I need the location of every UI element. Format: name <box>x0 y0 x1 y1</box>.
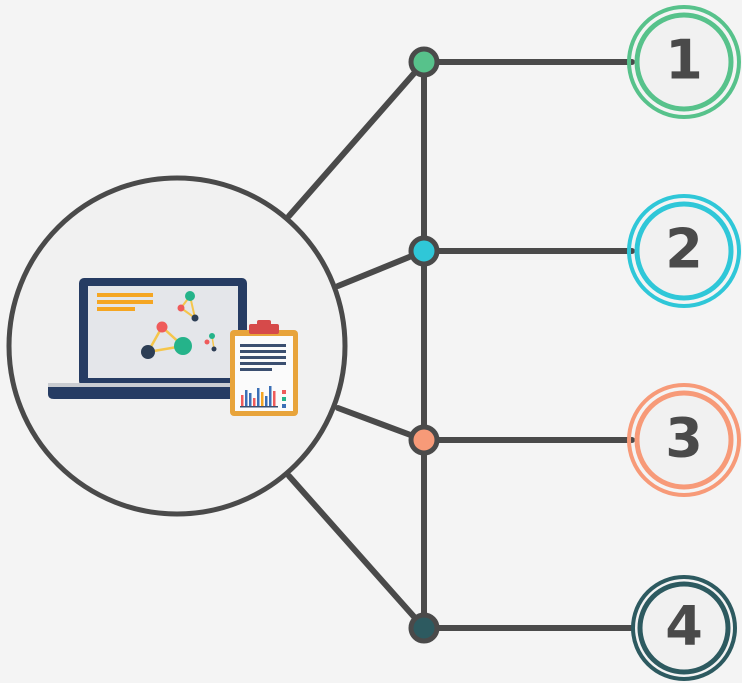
step-badge-outer-ring <box>631 575 737 681</box>
junction-node-1 <box>408 46 440 78</box>
step-badge-outer-ring <box>627 194 741 308</box>
junction-nodes <box>408 46 440 644</box>
step-badge-inner-ring <box>637 581 731 675</box>
step-number-2: 2 <box>665 218 703 281</box>
step-badge-outer-ring <box>627 383 741 497</box>
laptop-icon <box>48 278 262 399</box>
junction-node-3 <box>408 424 440 456</box>
hub-to-node-1-line <box>286 59 427 219</box>
step-badge-inner-ring <box>634 390 734 490</box>
step-badge-3: 3 <box>627 383 741 497</box>
bar-chart-icon <box>240 386 286 408</box>
step-badge-2: 2 <box>627 194 741 308</box>
step-number-1: 1 <box>665 29 703 92</box>
connector-lines <box>286 59 635 631</box>
step-badge-1: 1 <box>627 5 741 119</box>
junction-node-2 <box>408 235 440 267</box>
clipboard-icon <box>230 320 298 416</box>
step-badge-4: 4 <box>631 575 737 681</box>
step-badge-inner-ring <box>634 201 734 301</box>
network-graph-icon <box>141 291 217 359</box>
hub-to-node-4-line <box>286 473 427 631</box>
step-badge-outer-ring <box>627 5 741 119</box>
step-number-4: 4 <box>665 595 703 658</box>
junction-node-4 <box>408 612 440 644</box>
laptop-analytics-clipboard-icon <box>48 278 298 416</box>
step-badge-inner-ring <box>634 12 734 112</box>
step-number-3: 3 <box>665 407 703 470</box>
